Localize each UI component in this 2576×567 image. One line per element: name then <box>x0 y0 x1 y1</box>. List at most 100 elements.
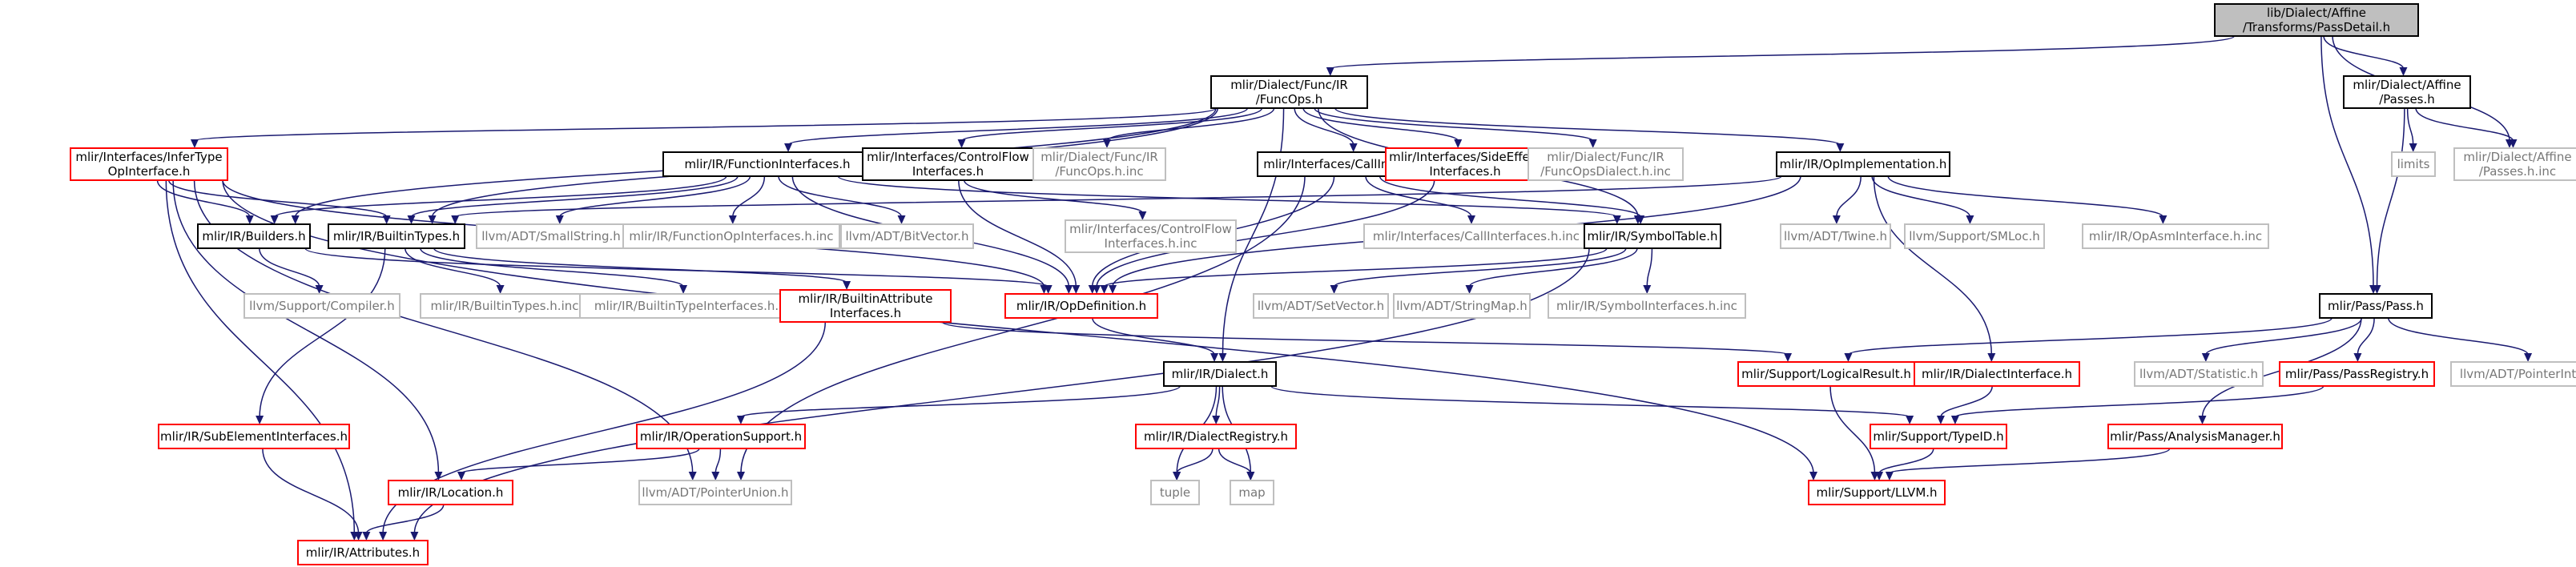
node-dialect[interactable]: mlir/IR/Dialect.h <box>1163 361 1277 387</box>
node-funcif[interactable]: mlir/IR/FunctionInterfaces.h <box>662 151 872 177</box>
node-label-sideeffect: mlir/Interfaces/SideEffect <box>1389 150 1541 164</box>
node-label-builders: mlir/IR/Builders.h <box>202 229 305 243</box>
node-label-builtintypesinc: mlir/IR/BuiltinTypes.h.inc <box>431 299 579 313</box>
node-typeid[interactable]: mlir/Support/TypeID.h <box>1870 424 2007 449</box>
node-symbolifinc: mlir/IR/SymbolInterfaces.h.inc <box>1548 293 1746 319</box>
arrowhead-opimpl-to-opasminc <box>2159 215 2167 224</box>
node-smloc: llvm/Support/SMLoc.h <box>1904 223 2045 249</box>
node-label-affinepassesinc: mlir/Dialect/Affine <box>2463 150 2571 164</box>
node-box-limits <box>2391 151 2436 177</box>
edge-funcif-to-smallstring <box>559 175 751 218</box>
node-label-stringmap: llvm/ADT/StringMap.h <box>1396 299 1527 313</box>
node-box-builders <box>197 223 311 249</box>
node-box-bitvector <box>840 223 974 249</box>
node-builders[interactable]: mlir/IR/Builders.h <box>197 223 311 249</box>
node-label-opasminc: mlir/IR/OpAsmInterface.h.inc <box>2089 229 2262 243</box>
node-pass[interactable]: mlir/Pass/Pass.h <box>2319 293 2433 319</box>
node-box-pointerintpair <box>2450 361 2576 387</box>
node-label-funcopsinc: /FuncOps.h.inc <box>1055 164 1143 179</box>
edge-infertype-to-builders <box>156 179 251 218</box>
edge-pass-to-passregistry <box>2357 317 2375 356</box>
node-twine: llvm/ADT/Twine.h <box>1780 223 1891 249</box>
node-funcops[interactable]: mlir/Dialect/Func/IR/FuncOps.h <box>1210 75 1368 109</box>
edge-root-to-pass <box>2320 35 2374 288</box>
arrowhead-funcops-to-controlflow <box>957 139 966 148</box>
arrowhead-symboltable-to-symbolifinc <box>1643 285 1652 294</box>
node-box-funcif <box>662 151 872 177</box>
arrowhead-pass-to-pointerintpair <box>2524 353 2533 362</box>
edge-sideeffect-to-opdef <box>1096 179 1435 288</box>
node-label-limits: limits <box>2397 157 2430 171</box>
node-opasminc: mlir/IR/OpAsmInterface.h.inc <box>2082 223 2269 249</box>
node-affinepasses[interactable]: mlir/Dialect/Affine/Passes.h <box>2343 75 2471 109</box>
edge-root-to-affinepasses <box>2323 35 2405 70</box>
arrowhead-pass-to-passregistry <box>2353 353 2362 362</box>
node-box-sideeffect <box>1385 147 1545 181</box>
node-statistic: llvm/ADT/Statistic.h <box>2134 361 2264 387</box>
arrowhead-builders-to-compiler <box>315 285 324 294</box>
node-box-funcops <box>1210 75 1368 109</box>
node-limits: limits <box>2391 151 2436 177</box>
node-attributes[interactable]: mlir/IR/Attributes.h <box>297 540 429 565</box>
edge-opimpl-to-builtintypes <box>454 175 1782 218</box>
node-pointerunion: llvm/ADT/PointerUnion.h <box>638 480 792 505</box>
node-builtintypesinc: mlir/IR/BuiltinTypes.h.inc <box>420 293 590 319</box>
node-symboltable[interactable]: mlir/IR/SymbolTable.h <box>1584 223 1721 249</box>
node-label-funcdialectinc: mlir/Dialect/Func/IR <box>1547 150 1664 164</box>
node-label-pointerunion: llvm/ADT/PointerUnion.h <box>642 485 788 500</box>
node-box-llvm <box>1808 480 1946 505</box>
arrowhead-dialectif-to-typeid <box>1936 416 1945 424</box>
edge-builtinattrif-to-logicalresult <box>941 321 1789 356</box>
edge-funcif-to-funcifinc <box>732 175 766 218</box>
node-opsupport[interactable]: mlir/IR/OperationSupport.h <box>636 424 806 449</box>
arrowhead-opdef-to-dialect <box>1210 353 1219 362</box>
node-box-symbolifinc <box>1548 293 1746 319</box>
edge-pass-to-statistic <box>2205 317 2363 356</box>
arrowhead-pass-to-statistic <box>2201 353 2210 362</box>
arrowhead-funcops-to-funcif <box>784 143 793 152</box>
arrowhead-pass-to-analysismanager <box>2198 416 2207 424</box>
node-label-builtinattrif: mlir/IR/BuiltinAttribute <box>799 292 933 306</box>
arrowhead-dialectregistry-to-tuple <box>1173 472 1181 481</box>
node-builtintypes[interactable]: mlir/IR/BuiltinTypes.h <box>328 223 465 249</box>
node-subelement[interactable]: mlir/IR/SubElementInterfaces.h <box>158 424 350 449</box>
node-tuple: tuple <box>1150 480 1200 505</box>
arrowhead-funcops-to-callif <box>1349 143 1358 152</box>
node-dialectregistry[interactable]: mlir/IR/DialectRegistry.h <box>1135 424 1297 449</box>
arrowhead-symboltable-to-attributes <box>410 532 419 541</box>
node-analysismanager[interactable]: mlir/Pass/AnalysisManager.h <box>2107 424 2283 449</box>
node-location[interactable]: mlir/IR/Location.h <box>388 480 513 505</box>
edge-dialectregistry-to-map <box>1218 448 1251 474</box>
edge-symboltable-to-attributes <box>413 247 1590 534</box>
arrowhead-pass-to-logicalresult <box>1844 353 1853 362</box>
arrowhead-funcops-to-dialect <box>1218 353 1227 362</box>
node-box-dialectregistry <box>1135 424 1297 449</box>
node-box-typeid <box>1870 424 2007 449</box>
node-label-infertype: OpInterface.h <box>108 164 191 179</box>
arrowhead-funcops-to-funcdialectinc <box>1588 139 1597 148</box>
edge-dialect-to-opsupport <box>740 385 1181 418</box>
node-box-passregistry <box>2279 361 2435 387</box>
node-box-cfinc <box>1065 219 1237 253</box>
node-bitvector: llvm/ADT/BitVector.h <box>840 223 974 249</box>
node-logicalresult[interactable]: mlir/Support/LogicalResult.h <box>1737 361 1915 387</box>
node-funcifinc: mlir/IR/FunctionOpInterfaces.h.inc <box>622 223 840 249</box>
node-root[interactable]: lib/Dialect/Affine/Transforms/PassDetail… <box>2214 3 2419 37</box>
arrowhead-builtintypes-to-subelement <box>256 416 264 424</box>
node-opdef[interactable]: mlir/IR/OpDefinition.h <box>1004 293 1158 319</box>
edge-logicalresult-to-llvm <box>1829 385 1876 474</box>
edge-controlflow-to-opdef <box>958 179 1077 288</box>
arrowhead-funcif-to-opdef <box>1065 285 1073 294</box>
arrowhead-dialect-to-opsupport <box>736 416 745 424</box>
node-smallstring: llvm/ADT/SmallString.h <box>476 223 626 249</box>
node-llvm[interactable]: mlir/Support/LLVM.h <box>1808 480 1946 505</box>
node-passregistry[interactable]: mlir/Pass/PassRegistry.h <box>2279 361 2435 387</box>
node-label-location: mlir/IR/Location.h <box>398 485 504 500</box>
node-box-opsupport <box>636 424 806 449</box>
node-dialectif[interactable]: mlir/IR/DialectInterface.h <box>1914 361 2080 387</box>
node-opimpl[interactable]: mlir/IR/OpImplementation.h <box>1776 151 1950 177</box>
